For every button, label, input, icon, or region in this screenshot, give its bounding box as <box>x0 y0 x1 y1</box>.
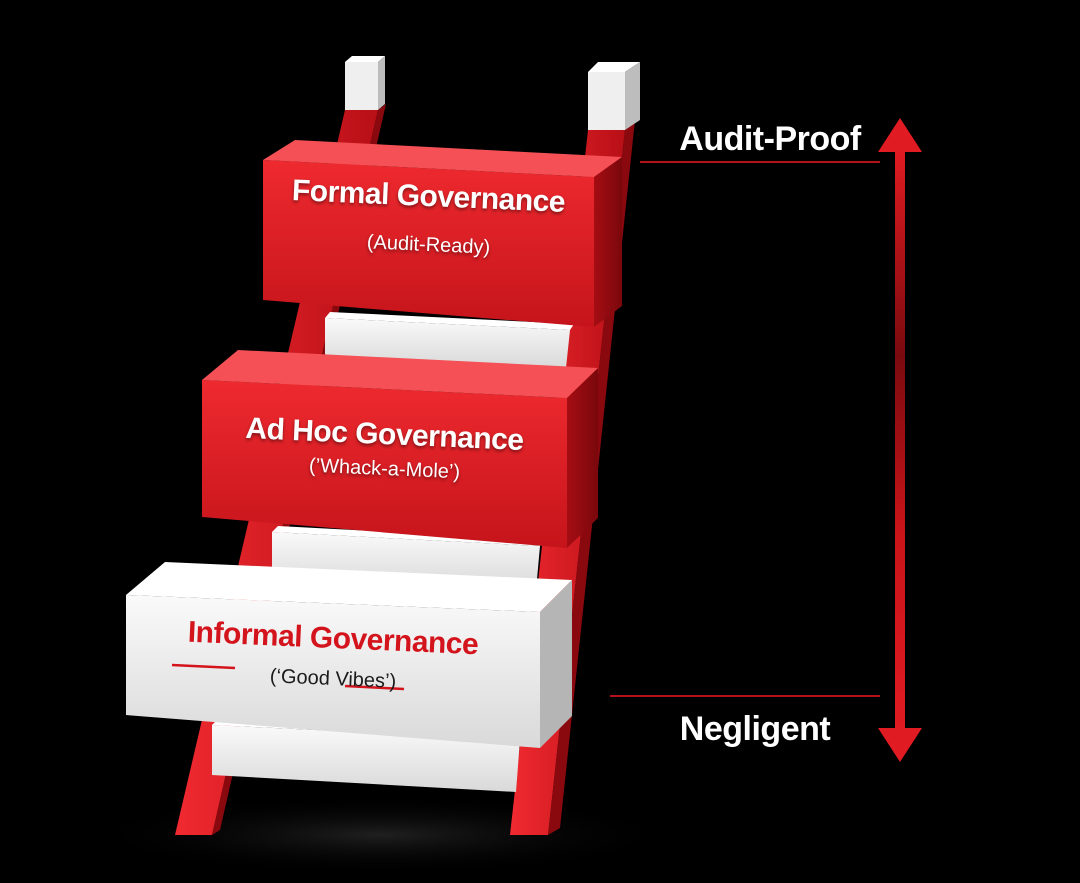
accent-line-left <box>171 663 236 670</box>
step-block-formal <box>263 140 622 327</box>
step-block-adhoc <box>202 350 598 548</box>
floor-reflection <box>80 795 680 875</box>
rung-3 <box>212 725 520 792</box>
step-block-informal <box>126 562 572 748</box>
scale-top-label: Audit-Proof <box>679 120 861 158</box>
scale-double-arrow <box>878 118 922 762</box>
arrow-down-head <box>878 728 922 762</box>
accent-line-right <box>344 684 405 691</box>
right-rail-cap <box>588 72 625 130</box>
left-rail-cap <box>345 62 378 110</box>
scale-bottom-label: Negligent <box>679 710 831 748</box>
rung-1 <box>325 318 570 368</box>
arrow-up-head <box>878 118 922 152</box>
